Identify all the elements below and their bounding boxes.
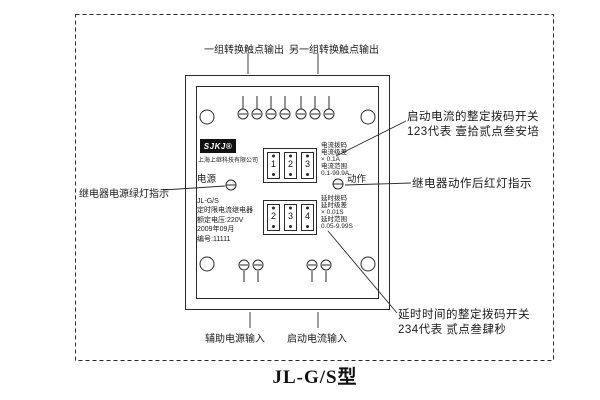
figure-caption: JL-G/S型 <box>272 367 358 388</box>
power-label: 电源 <box>197 174 217 185</box>
label-action-red-led: 继电器动作后红灯指示 <box>412 178 532 190</box>
device-info-line: 编号:11111 <box>197 235 231 243</box>
current-range-line: 电流范围 <box>321 163 347 170</box>
label-aux-power-input: 辅助电源输入 <box>205 334 265 345</box>
delay-dial-switch <box>263 200 317 235</box>
action-label: 动作 <box>347 174 367 185</box>
panel-outline <box>185 75 390 310</box>
current-dial-digit-3: 3 <box>304 159 310 169</box>
current-dial-digit-2: 2 <box>287 159 293 169</box>
delay-range-text: 延时拨码 延时级差 × 0.01S 延时范围 0.05-9.99S <box>321 195 353 230</box>
top-terminal-screw-icons <box>237 96 335 120</box>
current-range-line: 0.1-99.9A <box>321 170 350 177</box>
delay-dial-digit-3: 4 <box>304 211 310 221</box>
action-led-icon <box>332 178 344 190</box>
device-info-line: 定时限电流继电器 <box>197 207 253 215</box>
device-info-text: JL-G/S 定时限电流继电器 额定电压:220V 2009年09月 编号:11… <box>197 197 253 244</box>
label-contact-group1-output: 一组转换触点输出 <box>204 45 284 56</box>
delay-range-line: × 0.01S <box>321 209 344 216</box>
dashed-frame <box>75 14 554 361</box>
delay-dial-digit-2: 3 <box>287 211 293 221</box>
company-name: 上海上继科技有限公司 <box>198 158 259 164</box>
current-dial-digit-1: 1 <box>270 159 276 169</box>
label-current-dial-line2: 123代表 壹拾贰点叁安培 <box>407 126 540 138</box>
leader-lines <box>162 54 412 328</box>
current-range-line: 电流级差 <box>321 149 347 156</box>
power-led-icon <box>225 179 237 191</box>
label-start-current-input: 启动电流输入 <box>287 334 347 345</box>
current-range-line: 电流拨码 <box>321 142 347 149</box>
current-range-text: 电流拨码 电流级差 × 0.1A 电流范围 0.1-99.9A <box>321 142 349 177</box>
current-range-line: × 0.1A <box>321 156 340 163</box>
device-info-line: 额定电压:220V <box>197 216 244 224</box>
delay-range-line: 延时范围 <box>321 216 347 223</box>
delay-range-line: 延时拨码 <box>321 195 347 202</box>
label-delay-dial-line2: 234代表 贰点叁肆秒 <box>398 324 507 336</box>
delay-range-line: 0.05-9.99S <box>321 223 353 230</box>
brand-logo: SJKJ® <box>200 139 236 153</box>
bottom-terminal-screw-icons <box>238 259 332 282</box>
delay-range-line: 延时级差 <box>321 202 347 209</box>
label-power-green-led: 继电器电源绿灯指示 <box>79 189 169 200</box>
current-dial-switch <box>263 148 317 183</box>
device-info-line: JL-G/S <box>197 198 219 205</box>
device-info-line: 2009年09月 <box>197 226 235 234</box>
label-current-dial-line1: 启动电流的整定拨码开关 <box>407 111 539 123</box>
label-contact-group2-output: 另一组转换触点输出 <box>289 45 379 56</box>
label-delay-dial-line1: 延时时间的整定拨码开关 <box>398 309 530 321</box>
delay-dial-digit-1: 2 <box>270 211 276 221</box>
mounting-hole-icons <box>199 109 376 272</box>
